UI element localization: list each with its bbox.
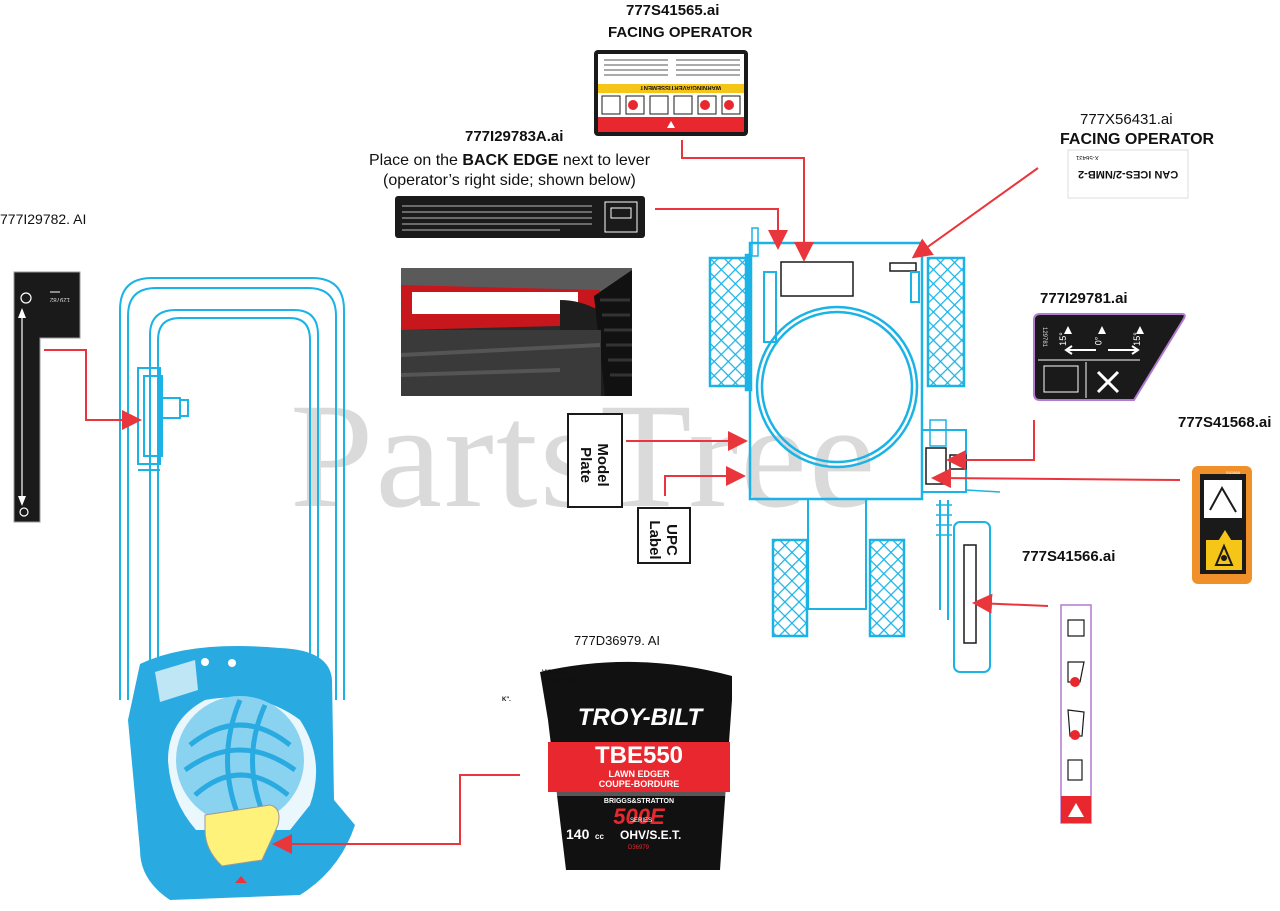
model-plate-text: Model Plate [577,443,611,487]
troybilt-part: D36979 [628,845,650,851]
decal-777i29782 [13,271,81,523]
label-777s41566: 777S41566.ai [1022,548,1116,565]
decal-777x56431 [1067,149,1189,199]
decal-777s41566 [1060,604,1092,824]
note-part-a: Place on the [369,152,463,169]
troybilt-displacement: 140 [566,826,590,842]
label-777i29781: 777I29781.ai [1040,290,1128,307]
edger-top-view [708,227,1001,673]
troybilt-brand: TROY-BILT [577,704,703,731]
troybilt-line1: LAWN EDGER [608,769,670,779]
photo-inset [400,268,632,396]
troybilt-rev-c: K". [502,697,511,703]
troybilt-rev-b: SCRIPTION [546,678,579,684]
decal-777i29781 [1033,313,1186,401]
s41565-decal-header: WARNING/AVERTISSEMENT [640,84,722,90]
model-plate-box [567,413,623,508]
decal-777i29783a [395,196,645,238]
i29781-deg-2: 0° [1093,336,1104,346]
i29781-deg-3: 15° [1131,332,1142,346]
troybilt-series-word: SERIES [630,818,653,824]
i29782-decal-code: 129782 [50,296,71,302]
troybilt-line2: COUPE-BORDURE [598,779,680,789]
decal-777s41568 [1192,466,1252,584]
troybilt-rev-a: VISIONS [542,670,567,676]
label-777i29783a-note: Place on the BACK EDGE next to lever [369,152,650,170]
s41568-decal-code: S41568 [1226,470,1240,475]
troybilt-cc: cc [595,832,604,841]
troybilt-series: 500E [613,804,665,829]
label-777i29783a: 777I29783A.ai [465,128,564,145]
i29781-decal-code: 129781 [1041,326,1048,348]
note-part-b: BACK EDGE [462,152,559,169]
decal-777d36979 [540,661,732,870]
engine-shroud [128,646,355,900]
note-part-c: next to lever [558,152,651,169]
x56431-decal-text: CAN ICES-2/NMB-2 [1078,168,1179,180]
decal-777s41565 [594,50,748,136]
i29781-deg-1: 15° [1057,332,1068,346]
label-777s41565: 777S41565.ai [626,2,720,19]
x56431-decal-code: X-56431 [1076,154,1099,160]
upc-label-text: UPC Label [646,520,680,560]
troybilt-model: TBE550 [594,742,684,769]
label-777s41565-facing: FACING OPERATOR [608,24,753,41]
label-777d36979: 777D36979. AI [574,633,661,648]
label-777i29783a-note2: (operator’s right side; shown below) [383,172,636,189]
handle-drawing [119,277,345,700]
label-777i29782: 777I29782. AI [0,211,87,227]
troybilt-engine-type: OHV/S.E.T. [620,828,682,842]
label-777x56431-facing: FACING OPERATOR [1060,131,1215,148]
label-777s41568: 777S41568.ai [1178,414,1272,431]
callout-arrows [44,140,1181,854]
upc-label-box [637,507,691,564]
troybilt-engine-brand: BRIGGS&STRATTON [603,798,675,805]
label-777x56431: 777X56431.ai [1080,111,1173,128]
